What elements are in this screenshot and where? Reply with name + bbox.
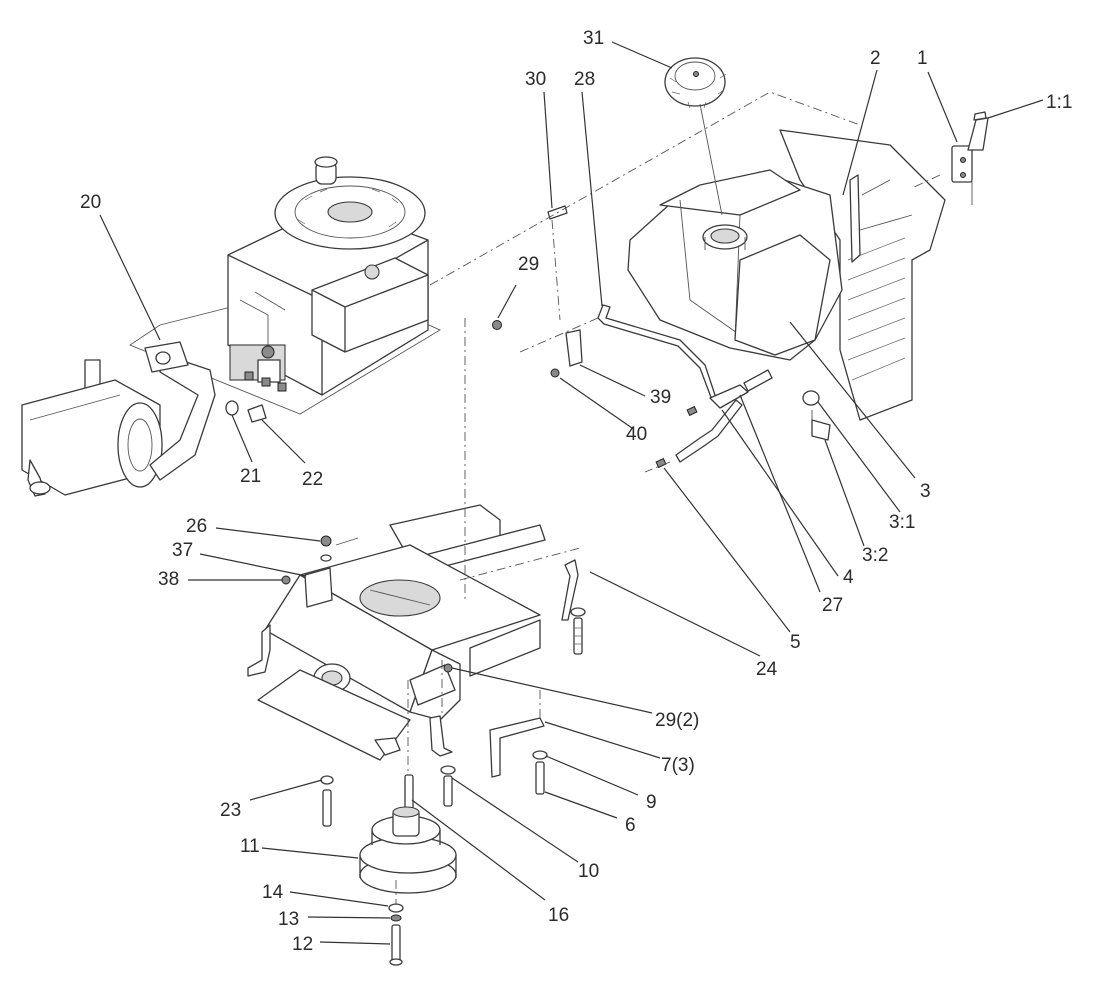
callout-39: 39 — [650, 387, 671, 408]
muffler-assembly — [21, 341, 267, 497]
pulley-stack — [359, 806, 457, 966]
callout-20: 20 — [80, 192, 101, 213]
callout-23: 23 — [220, 800, 241, 821]
callout-14: 14 — [262, 882, 284, 903]
callout-3: 3 — [920, 481, 931, 502]
callout-27: 27 — [822, 595, 843, 616]
callout-labels: 31 30 28 2 1 1:1 20 29 39 40 21 22 3 3:1… — [80, 28, 1072, 955]
callout-38: 38 — [158, 569, 179, 590]
callout-21: 21 — [240, 466, 261, 487]
callout-10: 10 — [578, 861, 599, 882]
callout-16: 16 — [548, 905, 569, 926]
callout-31: 31 — [583, 28, 604, 49]
callout-1-1: 1:1 — [1046, 92, 1072, 113]
callout-6: 6 — [625, 815, 636, 836]
callout-26: 26 — [186, 516, 207, 537]
callout-37: 37 — [172, 540, 193, 561]
callout-3-2: 3:2 — [862, 545, 888, 566]
callout-24: 24 — [756, 659, 778, 680]
callout-22: 22 — [302, 469, 323, 490]
callout-9: 9 — [646, 792, 657, 813]
callout-5: 5 — [790, 632, 801, 653]
callout-2: 2 — [870, 48, 881, 69]
callout-4: 4 — [843, 567, 854, 588]
callout-40: 40 — [626, 424, 647, 445]
callout-29-2: 29(2) — [655, 710, 699, 731]
callout-29: 29 — [518, 254, 539, 275]
callout-11: 11 — [240, 836, 260, 857]
callout-3-1: 3:1 — [889, 512, 915, 533]
hardware-lower-right — [320, 559, 586, 827]
frame-deck — [247, 504, 546, 761]
callout-12: 12 — [292, 934, 313, 955]
callout-28: 28 — [574, 69, 595, 90]
assembly-lines — [395, 91, 941, 905]
callout-7-3: 7(3) — [661, 755, 695, 776]
callout-30: 30 — [525, 69, 546, 90]
callout-1: 1 — [917, 48, 928, 69]
fuel-tank — [627, 57, 989, 441]
engine — [129, 156, 441, 415]
leader-lines — [99, 41, 1044, 945]
callout-13: 13 — [278, 909, 299, 930]
